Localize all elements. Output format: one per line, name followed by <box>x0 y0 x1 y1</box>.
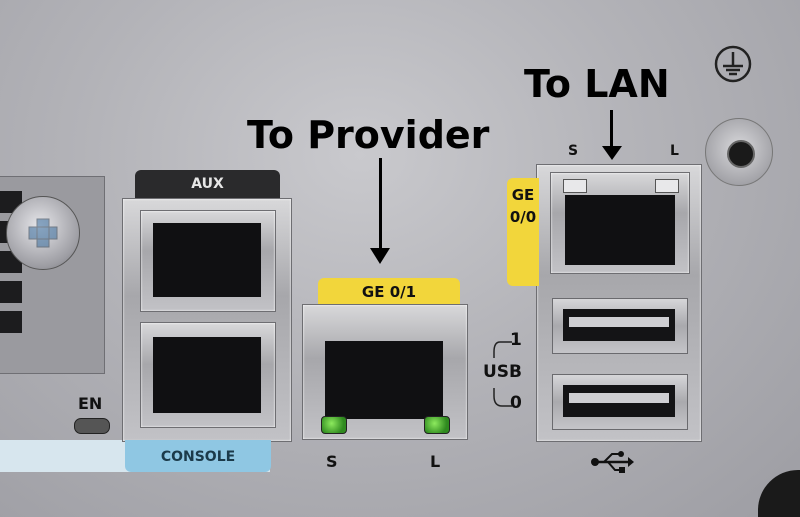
console-label-plate <box>125 440 271 472</box>
chassis-edge <box>758 470 800 517</box>
usb-1-label: 1 <box>510 330 522 350</box>
usb-trident-icon <box>590 450 634 474</box>
console-port[interactable] <box>140 322 276 428</box>
usb-port-0[interactable] <box>552 374 688 430</box>
ge00-led-l-label: L <box>670 143 679 159</box>
ge01-led-link <box>424 416 450 434</box>
ge01-led-l-label: L <box>430 452 441 471</box>
to-provider-arrow-line <box>379 158 382 252</box>
mounting-hole <box>705 118 773 186</box>
ge01-led-speed <box>321 416 347 434</box>
ge01-label: GE 0/1 <box>361 283 417 301</box>
aux-port[interactable] <box>140 210 276 312</box>
ge00-led-s-label: S <box>568 143 579 159</box>
aux-label: AUX <box>191 176 224 192</box>
ge01-label-plate <box>318 278 460 306</box>
ground-symbol-icon <box>713 44 753 84</box>
en-led <box>74 418 110 434</box>
console-label: CONSOLE <box>160 449 236 465</box>
to-lan-annotation: To LAN <box>524 62 670 106</box>
usb-port-1[interactable] <box>552 298 688 354</box>
to-lan-arrow-head <box>602 146 622 160</box>
aux-label-plate <box>135 170 280 200</box>
to-lan-arrow-line <box>610 110 613 150</box>
screw-icon <box>6 196 80 270</box>
ge00-port[interactable] <box>550 172 690 274</box>
to-provider-arrow-head <box>370 248 390 264</box>
usb-label: USB <box>483 362 523 382</box>
usb-bracket <box>493 341 512 407</box>
to-provider-annotation: To Provider <box>247 113 490 157</box>
en-label: EN <box>78 394 103 413</box>
ge00-label-plate <box>507 178 539 286</box>
usb-0-label: 0 <box>510 393 522 413</box>
ge01-led-s-label: S <box>326 452 338 471</box>
ge00-label: GE0/0 <box>509 186 537 226</box>
